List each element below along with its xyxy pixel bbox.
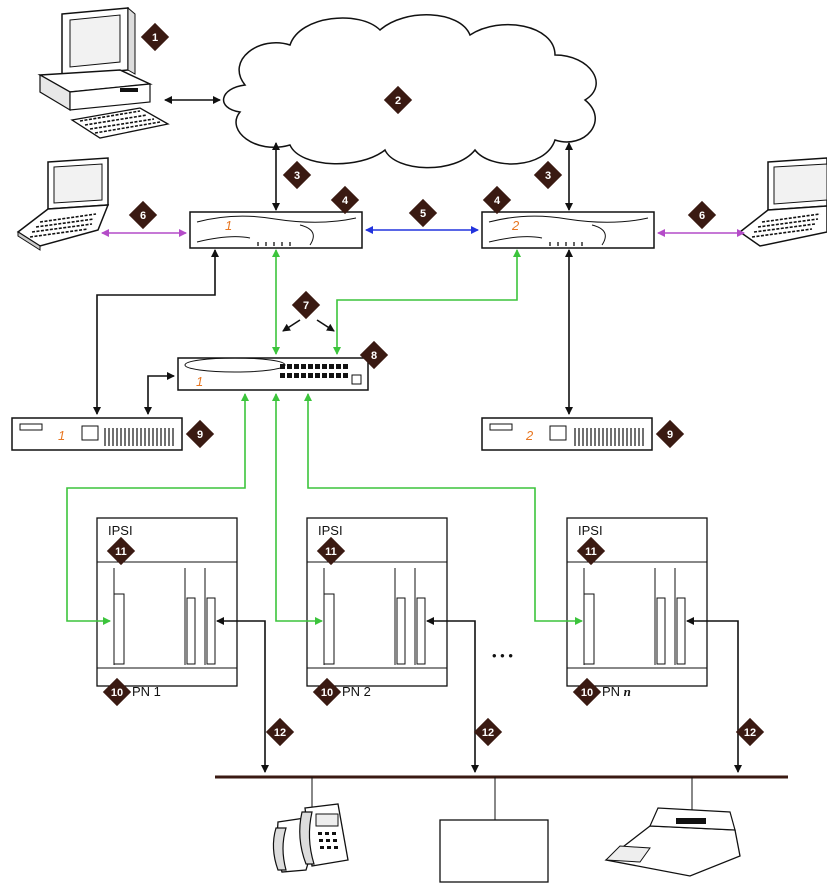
callout-6-left: 6 <box>128 200 158 230</box>
svg-text:4: 4 <box>494 195 501 207</box>
server-2-label: 2 <box>511 218 520 233</box>
callout-9-left: 9 <box>185 419 215 449</box>
callout-11-pn1: 11 <box>106 536 136 566</box>
ellipsis: • • • <box>492 648 513 663</box>
pn-2-label: PN 2 <box>342 684 371 699</box>
callout-4-right: 4 <box>482 185 512 215</box>
ethernet-switch <box>177 357 369 391</box>
callout-7: 7 <box>291 290 321 320</box>
callout-11-pnn: 11 <box>576 536 606 566</box>
svg-text:6: 6 <box>699 210 705 222</box>
laptop-icon-left <box>16 157 110 251</box>
callout-4-left: 4 <box>330 185 360 215</box>
callout-6-right: 6 <box>687 200 717 230</box>
svg-text:11: 11 <box>585 546 597 558</box>
callout-10-pn2: 10 <box>312 677 342 707</box>
callout-12-pn2: 12 <box>473 717 503 747</box>
svg-text:2: 2 <box>395 95 401 107</box>
svg-text:3: 3 <box>294 170 300 182</box>
svg-text:11: 11 <box>325 546 337 558</box>
server-1-label: 1 <box>225 218 232 233</box>
svg-text:6: 6 <box>140 210 146 222</box>
telephone-icon <box>272 803 349 873</box>
pn-n-label: PN n <box>602 684 631 699</box>
svg-text:9: 9 <box>197 429 203 441</box>
pn-1-label: PN 1 <box>132 684 161 699</box>
svg-text:9: 9 <box>667 429 673 441</box>
svg-text:4: 4 <box>342 195 349 207</box>
green-links <box>66 249 583 625</box>
ipsi-label-2: IPSI <box>318 523 343 538</box>
callout-10-pnn: 10 <box>572 677 602 707</box>
svg-text:3: 3 <box>545 170 551 182</box>
callout-10-pn1: 10 <box>102 677 132 707</box>
svg-text:12: 12 <box>274 727 286 739</box>
svg-text:11: 11 <box>115 546 127 558</box>
svg-text:12: 12 <box>482 727 494 739</box>
svg-text:5: 5 <box>420 208 426 220</box>
terminal-box-icon <box>439 819 549 883</box>
ups-2 <box>481 417 653 451</box>
callout-3-left: 3 <box>282 160 312 190</box>
switch-1-label: 1 <box>196 374 203 389</box>
callout-1: 1 <box>140 22 170 52</box>
server-2 <box>481 211 655 249</box>
laptop-icon-right <box>738 157 827 247</box>
ups-2-label: 2 <box>525 428 534 443</box>
svg-text:8: 8 <box>371 350 377 362</box>
svg-text:10: 10 <box>111 687 123 699</box>
server-1 <box>189 211 363 249</box>
svg-text:10: 10 <box>321 687 333 699</box>
lan-drops <box>311 777 693 820</box>
callout-12-pn1: 12 <box>265 717 295 747</box>
printer-icon <box>604 807 741 877</box>
callout-12-pnn: 12 <box>735 717 765 747</box>
ipsi-label-n: IPSI <box>578 523 603 538</box>
svg-text:1: 1 <box>152 32 158 44</box>
desktop-computer-icon <box>37 6 170 139</box>
ups-1 <box>11 417 183 451</box>
ipsi-label-1: IPSI <box>108 523 133 538</box>
svg-text:7: 7 <box>303 300 309 312</box>
callout-5: 5 <box>408 198 438 228</box>
callout-3-right: 3 <box>533 160 563 190</box>
svg-text:12: 12 <box>744 727 756 739</box>
callout-11-pn2: 11 <box>316 536 346 566</box>
callout-9-right: 9 <box>655 419 685 449</box>
svg-text:10: 10 <box>581 687 593 699</box>
network-cloud-icon <box>222 14 597 169</box>
ups-1-label: 1 <box>58 428 65 443</box>
